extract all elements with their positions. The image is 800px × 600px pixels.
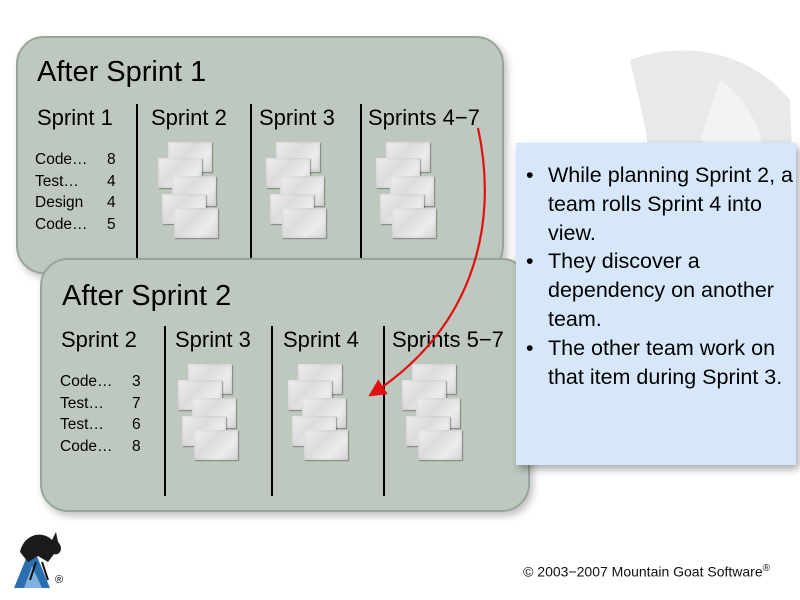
after-sprint-2-panel: After Sprint 2 Sprint 2 Sprint 3 Sprint …: [40, 258, 530, 512]
backlog-card: [304, 430, 348, 460]
task-hours: 5: [107, 216, 116, 234]
column-divider: [360, 104, 362, 270]
task-list: Code… 3 Test… 7 Test… 6 Code… 8: [60, 371, 141, 458]
column-divider: [271, 326, 273, 496]
task-hours: 4: [107, 172, 116, 190]
task-name: Code…: [35, 216, 88, 234]
backlog-card: [392, 208, 436, 238]
task-name: Design: [35, 194, 84, 212]
task-hours: 6: [132, 416, 141, 434]
backlog-card: [418, 430, 462, 460]
task-row: Code… 3: [60, 371, 141, 393]
bullet-item: •The other team work on that item during…: [524, 334, 793, 392]
task-hours: 7: [132, 394, 141, 412]
backlog-card-stack: [376, 142, 440, 242]
registered-mark: ®: [762, 563, 770, 574]
column-divider: [136, 104, 138, 270]
task-hours: 3: [132, 373, 141, 390]
task-row: Test… 4: [35, 171, 116, 193]
task-row: Design 4: [35, 192, 116, 214]
after-sprint-1-panel: After Sprint 1 Sprint 1 Sprint 2 Sprint …: [16, 36, 504, 274]
task-hours: 4: [107, 194, 116, 212]
task-hours: 8: [107, 151, 116, 168]
column-header: Sprint 1: [37, 105, 113, 130]
column-header: Sprint 2: [61, 327, 137, 352]
mountain-goat-logo: [14, 532, 61, 588]
bullet-list: •While planning Sprint 2, a team rolls S…: [524, 161, 793, 391]
backlog-card-stack: [402, 364, 466, 464]
panel-title: After Sprint 2: [62, 280, 232, 312]
column-divider: [250, 104, 252, 270]
bullet-item: •They discover a dependency on another t…: [524, 247, 793, 333]
column-divider: [383, 326, 385, 496]
backlog-card: [174, 208, 218, 238]
backlog-card-stack: [158, 142, 222, 242]
task-row: Code… 5: [35, 214, 116, 236]
backlog-card-stack: [288, 364, 352, 464]
task-name: Test…: [60, 394, 104, 412]
task-row: Code… 8: [35, 149, 116, 171]
task-row: Test… 7: [60, 393, 141, 415]
backlog-card-stack: [178, 364, 242, 464]
column-header: Sprints 5−7: [392, 327, 504, 352]
task-name: Test…: [60, 416, 104, 434]
task-hours: 8: [132, 438, 141, 456]
column-header: Sprint 3: [259, 105, 335, 130]
task-name: Code…: [35, 151, 88, 168]
column-header: Sprints 4−7: [368, 105, 480, 130]
bullet-text: They discover a dependency on another te…: [548, 249, 774, 331]
copyright-text: © 2003−2007 Mountain Goat Software: [523, 563, 763, 580]
copyright-footer: © 2003−2007 Mountain Goat Software®: [523, 563, 770, 580]
backlog-card: [282, 208, 326, 238]
task-list: Code… 8 Test… 4 Design 4 Code… 5: [35, 149, 116, 236]
backlog-card: [194, 430, 238, 460]
task-row: Code… 8: [60, 436, 141, 458]
task-row: Test… 6: [60, 414, 141, 436]
bullet-item: •While planning Sprint 2, a team rolls S…: [524, 161, 793, 247]
panel-title: After Sprint 1: [37, 56, 207, 88]
column-header: Sprint 4: [283, 327, 359, 352]
column-header: Sprint 2: [151, 105, 227, 130]
bullet-text: The other team work on that item during …: [548, 335, 783, 389]
task-name: Code…: [60, 373, 113, 390]
column-header: Sprint 3: [175, 327, 251, 352]
task-name: Test…: [35, 172, 79, 190]
task-name: Code…: [60, 438, 113, 456]
backlog-card-stack: [266, 142, 330, 242]
explanation-note: •While planning Sprint 2, a team rolls S…: [516, 143, 796, 465]
column-divider: [164, 326, 166, 496]
registered-mark: ®: [55, 574, 64, 586]
bullet-text: While planning Sprint 2, a team rolls Sp…: [548, 163, 794, 245]
